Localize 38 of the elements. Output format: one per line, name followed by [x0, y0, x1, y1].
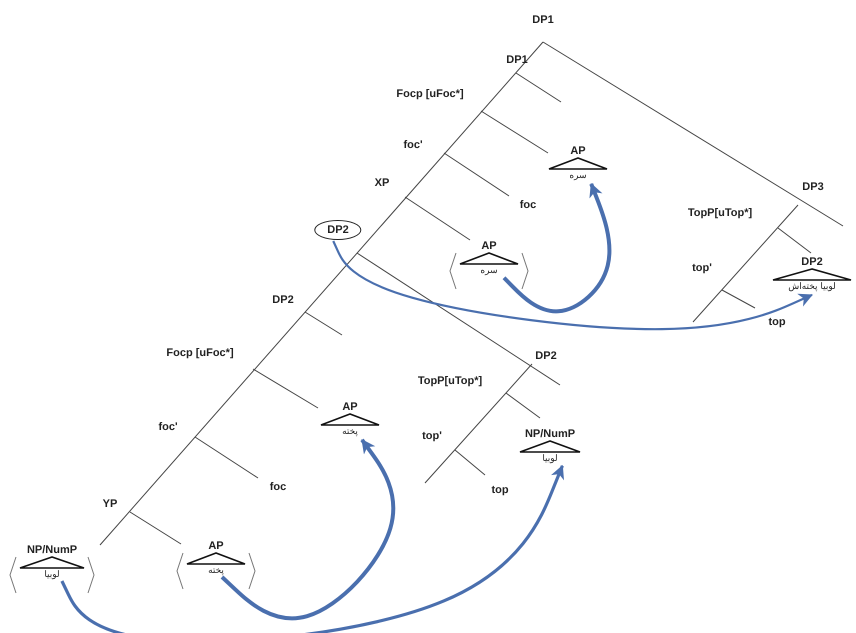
- node-label: foc: [520, 199, 536, 211]
- word: سره: [480, 265, 498, 277]
- movement-arrow: [60, 464, 564, 633]
- movement-arrow: [502, 182, 612, 314]
- node-label: AP: [208, 540, 224, 552]
- node-label: top: [768, 316, 786, 328]
- word: لوبیا پخته‌اش: [788, 281, 836, 293]
- word: لوبیا: [44, 569, 60, 581]
- node-label: top': [692, 262, 712, 274]
- node-label: YP: [102, 498, 118, 510]
- word: پخته: [342, 426, 358, 438]
- node-label: DP1: [532, 14, 554, 26]
- word: لوبیا: [542, 453, 558, 465]
- node-label: AP: [570, 145, 586, 157]
- node-label: TopP[uTop*]: [418, 375, 482, 387]
- node-label: foc': [403, 139, 423, 151]
- node-label: DP1: [506, 54, 528, 66]
- node-label: top: [491, 484, 509, 496]
- movement-arrow: [220, 438, 396, 620]
- node-label: DP2: [801, 256, 823, 268]
- node-label: DP2: [272, 294, 294, 306]
- node-label: DP2: [535, 350, 557, 362]
- node-label: foc': [158, 421, 178, 433]
- circled-label: DP2: [314, 220, 362, 240]
- node-label: DP3: [802, 181, 824, 193]
- node-label: foc: [270, 481, 286, 493]
- word: پخته: [208, 565, 224, 577]
- node-label: top': [422, 430, 442, 442]
- node-label: AP: [481, 240, 497, 252]
- node-label: TopP[uTop*]: [688, 207, 752, 219]
- node-label: NP/NumP: [524, 428, 576, 440]
- node-label: Focp [uFoc*]: [396, 88, 464, 100]
- node-label: NP/NumP: [26, 544, 78, 556]
- node-label: XP: [374, 177, 390, 189]
- movement-arrow: [332, 240, 813, 330]
- word: سره: [569, 170, 587, 182]
- node-label: Focp [uFoc*]: [166, 347, 234, 359]
- node-label: AP: [342, 401, 358, 413]
